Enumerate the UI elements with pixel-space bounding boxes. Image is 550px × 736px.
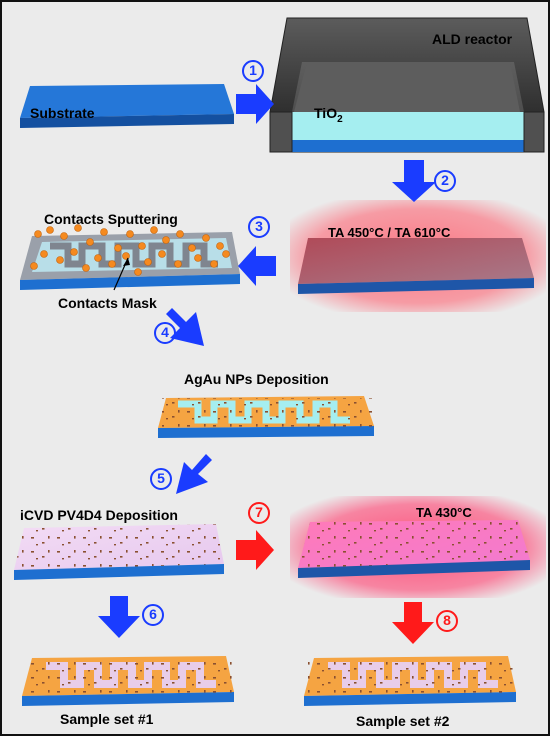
step-4-badge: 4 xyxy=(154,322,176,344)
sample-set-2-slab xyxy=(304,656,516,706)
sample-set-1-slab xyxy=(22,656,234,706)
agau-deposition-label: AgAu NPs Deposition xyxy=(184,371,329,387)
arrow-step-1 xyxy=(236,84,274,124)
arrow-step-7 xyxy=(236,530,274,570)
arrow-step-3 xyxy=(238,246,276,286)
sample-set-2-label: Sample set #2 xyxy=(356,713,450,729)
anneal-slab-2 xyxy=(290,496,546,598)
sample-set-1-label: Sample set #1 xyxy=(60,711,154,727)
step-3-badge: 3 xyxy=(248,216,270,238)
step-7-badge: 7 xyxy=(248,502,270,524)
anneal-1-label: TA 450°C / TA 610°C xyxy=(328,225,451,240)
step-5-badge: 5 xyxy=(150,468,172,490)
contacts-sputtering-label: Contacts Sputtering xyxy=(44,211,178,227)
step-8-badge: 8 xyxy=(436,610,458,632)
arrow-step-8 xyxy=(392,602,434,644)
tio2-text: TiO xyxy=(314,105,338,121)
ald-reactor xyxy=(269,17,545,153)
anneal-2-label: TA 430°C xyxy=(416,505,472,520)
arrow-step-6 xyxy=(98,596,140,638)
arrow-step-5 xyxy=(176,454,212,494)
tio2-subscript: 2 xyxy=(337,113,343,125)
ald-reactor-label: ALD reactor xyxy=(432,31,513,47)
icvd-slab xyxy=(14,524,224,580)
icvd-deposition-label: iCVD PV4D4 Deposition xyxy=(20,507,178,523)
agau-slab xyxy=(158,396,374,438)
arrow-step-4 xyxy=(166,308,204,346)
step-2-badge: 2 xyxy=(434,170,456,192)
contacts-mask-label: Contacts Mask xyxy=(58,295,157,311)
substrate-slab xyxy=(20,84,234,128)
step-1-badge: 1 xyxy=(242,60,264,82)
arrow-step-2 xyxy=(392,160,436,202)
substrate-label: Substrate xyxy=(30,105,95,121)
anneal-slab-1 xyxy=(290,200,546,312)
sputtering-slab xyxy=(20,224,240,291)
step-6-badge: 6 xyxy=(142,604,164,626)
tio2-label: TiO2 xyxy=(314,106,343,125)
